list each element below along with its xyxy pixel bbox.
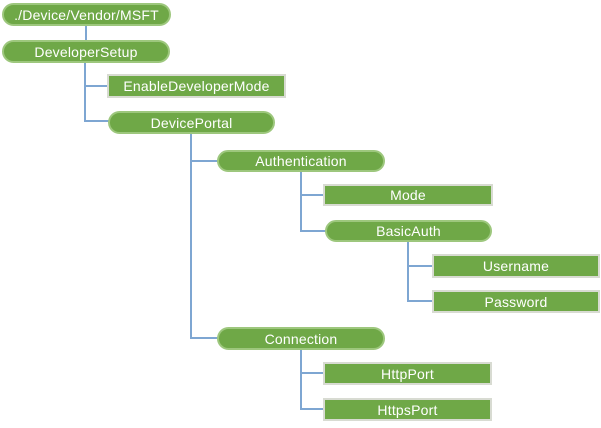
tree-node-root: ./Device/Vendor/MSFT [2, 3, 171, 26]
tree-node-username: Username [432, 254, 600, 278]
connector-branch-httpsport [300, 408, 324, 410]
connector-trunk-deviceportal [190, 134, 192, 339]
connector-trunk-developersetup [84, 63, 86, 122]
connector-branch-httpport [300, 372, 324, 374]
connector-trunk-authentication [300, 172, 302, 232]
tree-node-label: HttpPort [381, 365, 434, 382]
tree-node-deviceportal: DevicePortal [108, 111, 275, 134]
connector-branch-mode [300, 194, 324, 196]
tree-node-label: Password [484, 293, 548, 310]
connector-trunk-basicauth [407, 242, 409, 302]
tree-node-developersetup: DeveloperSetup [2, 40, 170, 63]
tree-node-connection: Connection [217, 327, 385, 350]
tree-node-label: Authentication [255, 153, 347, 169]
tree-node-label: ./Device/Vendor/MSFT [14, 6, 159, 23]
tree-node-password: Password [432, 290, 600, 313]
tree-node-label: DevicePortal [150, 114, 233, 131]
connector-root-developersetup [85, 26, 87, 40]
connector-branch-password [407, 300, 433, 302]
tree-node-label: Connection [264, 330, 338, 347]
tree-node-label: DeveloperSetup [34, 43, 138, 60]
tree-node-label: Username [482, 258, 550, 274]
connector-trunk-connection [300, 350, 302, 410]
tree-node-mode: Mode [323, 184, 493, 206]
tree-node-label: Mode [390, 187, 426, 203]
connector-branch-enabledevelopermode [84, 85, 108, 87]
connector-branch-deviceportal [84, 120, 109, 122]
connector-branch-connection [190, 337, 218, 339]
tree-node-authentication: Authentication [217, 150, 385, 172]
tree-node-label: EnableDeveloperMode [123, 78, 270, 94]
connector-branch-basicauth [300, 230, 326, 232]
connector-branch-authentication [190, 160, 218, 162]
tree-node-httpsport: HttpsPort [323, 398, 492, 421]
tree-node-label: HttpsPort [377, 401, 438, 418]
tree-node-label: BasicAuth [376, 223, 441, 239]
tree-node-basicauth: BasicAuth [325, 220, 492, 242]
tree-node-httpport: HttpPort [323, 362, 492, 385]
connector-branch-username [407, 265, 433, 267]
tree-node-enabledevelopermode: EnableDeveloperMode [107, 74, 286, 98]
